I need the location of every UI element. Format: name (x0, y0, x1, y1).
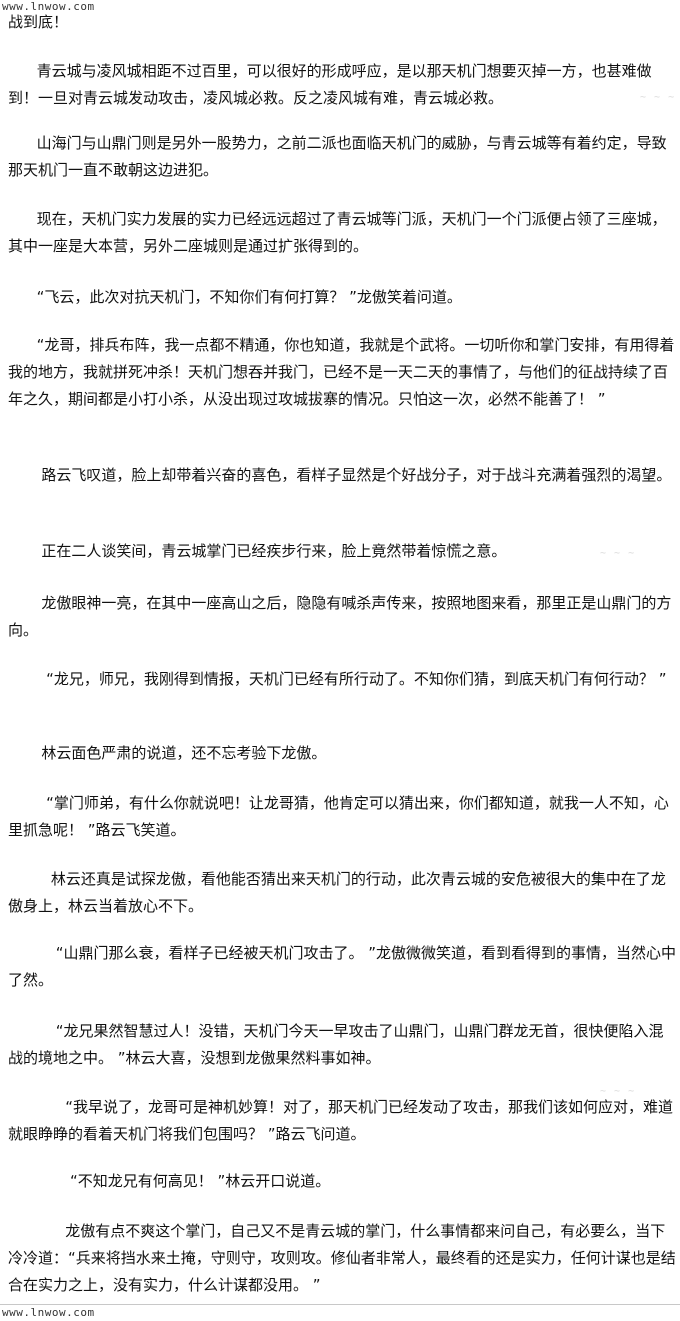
paragraph: 林云还真是试探龙傲，看他能否猜出来天机门的行动，此次青云城的安危被很大的集中在了… (8, 870, 666, 915)
paragraph: 正在二人谈笑间，青云城掌门已经疾步行来，脸上竟然带着惊慌之意。 (8, 542, 507, 560)
site-url-top: www.lnwow.com (2, 0, 95, 13)
faint-watermark: ~ ~ ~ (262, 72, 298, 83)
paragraph: “飞云，此次对抗天机门，不知你们有何打算？ ”龙傲笑着问道。 (8, 288, 462, 306)
paragraph: “不知龙兄有何高见！ ”林云开口说道。 (8, 1172, 331, 1190)
paragraph: “龙兄，师兄，我刚得到情报，天机门已经有所行动了。不知你们猜，到底天机门有何行动… (8, 670, 667, 688)
footer-divider (0, 1304, 680, 1305)
site-url-bottom: www.lnwow.com (2, 1306, 95, 1319)
paragraph: “掌门师弟，有什么你就说吧！让龙哥猜，他肯定可以猜出来，你们都知道，就我一人不知… (8, 794, 669, 839)
faint-watermark: ~ ~ ~ (600, 548, 636, 559)
paragraph: “我早说了，龙哥可是神机妙算！对了，那天机门已经发动了攻击，那我们该如何应对，难… (8, 1098, 673, 1143)
paragraph: 路云飞叹道，脸上却带着兴奋的喜色，看样子显然是个好战分子，对于战斗充满着强烈的渴… (8, 466, 672, 484)
chapter-heading: 战到底！ (8, 13, 69, 31)
faint-watermark: ~ ~ ~ (600, 1086, 636, 1097)
faint-watermark: ~ ~ ~ (640, 92, 676, 103)
paragraph: 林云面色严肃的说道，还不忘考验下龙傲。 (8, 744, 327, 762)
paragraph: 现在，天机门实力发展的实力已经远远超过了青云城等门派，天机门一个门派便占领了三座… (8, 210, 667, 255)
paragraph: “山鼎门那么衰，看样子已经被天机门攻击了。 ”龙傲微微笑道，看到看得到的事情，当… (8, 944, 677, 989)
paragraph: “龙哥，排兵布阵，我一点都不精通，你也知道，我就是个武将。一切听你和掌门安排，有… (8, 336, 675, 408)
paragraph: 山海门与山鼎门则是另外一股势力，之前二派也面临天机门的威胁，与青云城等有着约定，… (8, 134, 667, 179)
paragraph: “龙兄果然智慧过人！没错，天机门今天一早攻击了山鼎门，山鼎门群龙无首，很快便陷入… (8, 1022, 664, 1067)
paragraph: 青云城与凌风城相距不过百里，可以很好的形成呼应，是以那天机门想要灭掉一方，也甚难… (8, 62, 652, 107)
paragraph: 龙傲眼神一亮，在其中一座高山之后，隐隐有喊杀声传来，按照地图来看，那里正是山鼎门… (8, 594, 672, 639)
paragraph: 龙傲有点不爽这个掌门，自己又不是青云城的掌门，什么事情都来问自己，有必要么，当下… (8, 1222, 676, 1294)
